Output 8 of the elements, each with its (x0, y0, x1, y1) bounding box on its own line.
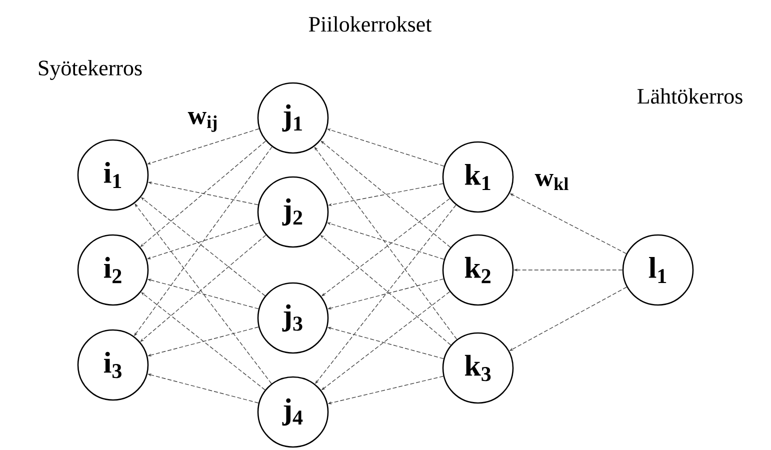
arrow (141, 292, 266, 390)
weight-label: w$_{ij}$ (188, 112, 217, 132)
arrow (320, 140, 451, 248)
arrow (315, 204, 456, 384)
layer-title: Piilokerrokset (308, 16, 432, 32)
weight-label: w$_{kl}$ (534, 174, 568, 190)
layer-title: Syötekerros (38, 60, 142, 80)
layer-title: Lähtökerros (638, 88, 742, 104)
